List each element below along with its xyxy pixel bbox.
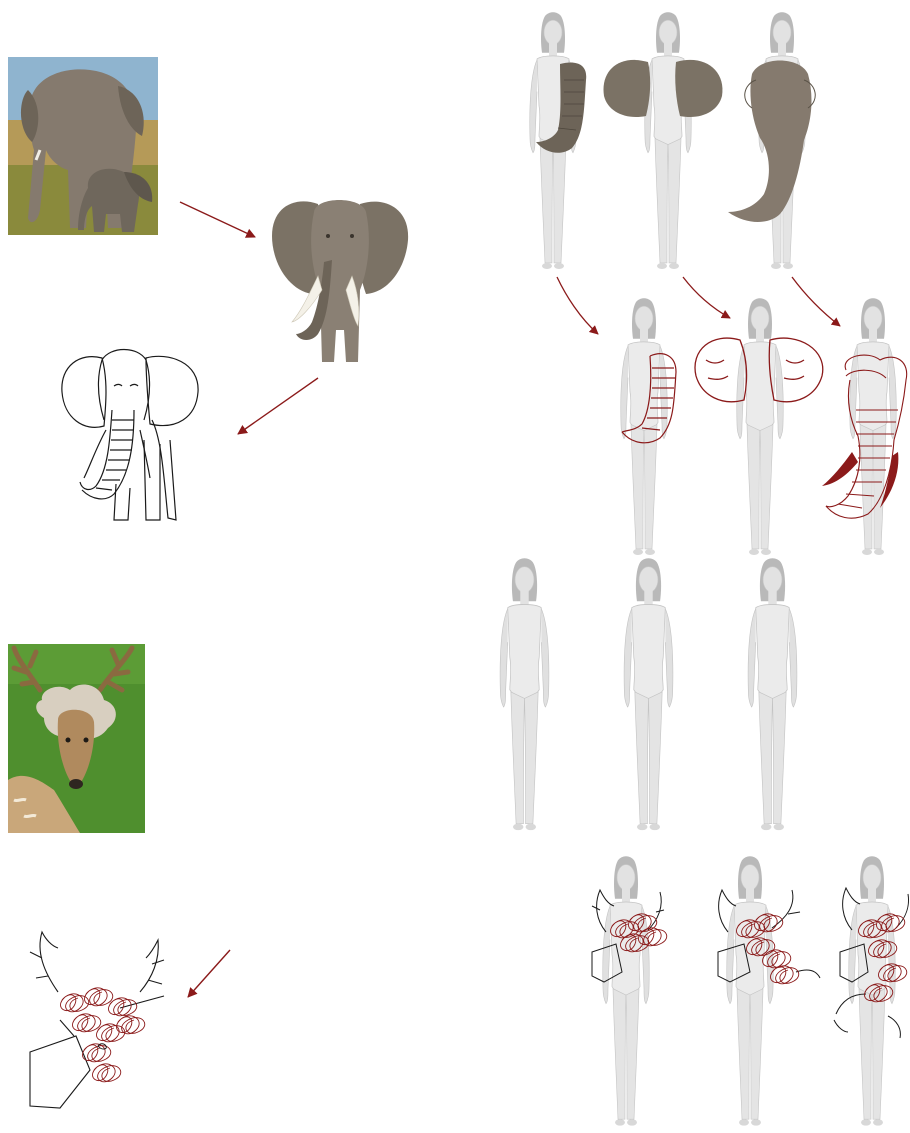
deer-line-sketch	[30, 932, 164, 1108]
row-3-blank-bodies	[500, 558, 797, 830]
human-figure-icon	[624, 558, 673, 830]
human-figure-icon	[727, 856, 773, 1125]
human-figure-icon	[645, 12, 691, 269]
arrow-icon	[238, 378, 318, 434]
elephant-cutout-photo	[272, 200, 408, 362]
arrow-icon	[683, 277, 730, 318]
row-arrows	[557, 277, 840, 334]
row-4-deer-overlays	[592, 856, 909, 1125]
arrow-icon	[188, 950, 230, 997]
human-figure-icon	[850, 298, 896, 555]
human-figure-icon	[603, 856, 649, 1125]
row-1-photo-overlays	[530, 12, 815, 269]
human-figure-icon	[500, 558, 549, 830]
arrow-icon	[792, 277, 840, 326]
arrow-icon	[557, 277, 598, 334]
human-figure-icon	[737, 298, 783, 555]
elephant-line-sketch	[62, 350, 198, 521]
row-2-sketch-overlays	[621, 298, 907, 555]
human-figure-icon	[748, 558, 797, 830]
arrow-icon	[180, 202, 255, 237]
human-figure-icon	[621, 298, 667, 555]
elephant-family-photo	[8, 57, 158, 235]
deer-photo	[8, 644, 145, 833]
